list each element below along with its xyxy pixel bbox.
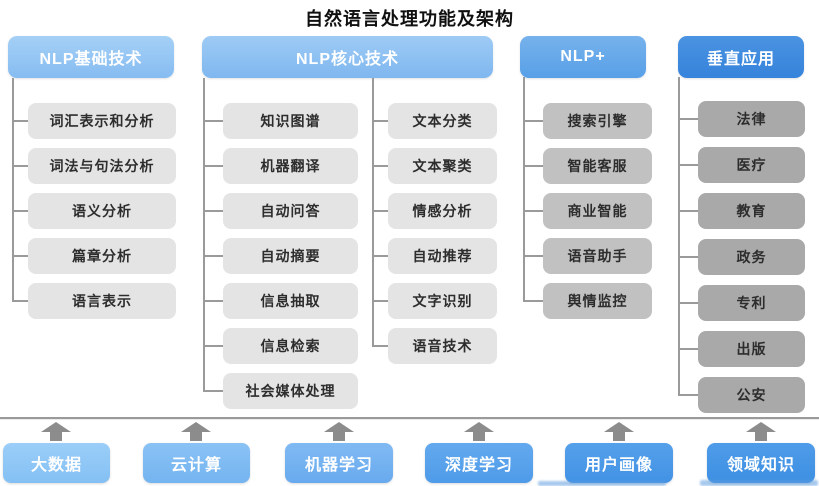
tree-node: 语义分析 [12, 193, 176, 229]
up-arrow-icon [181, 422, 211, 441]
tree-node: 专利 [678, 285, 805, 321]
column-vertical-app: 法律 医疗 教育 政务 专利 出版 公安 [678, 101, 805, 413]
tree-node: 法律 [678, 101, 805, 137]
tree-node: 语言表示 [12, 283, 176, 319]
tree-node: 语音助手 [523, 238, 652, 274]
column-header-nlp-basic: NLP基础技术 [8, 36, 174, 78]
up-arrow-icon [41, 422, 71, 441]
tree-node: 情感分析 [372, 193, 497, 229]
tree-node: 机器翻译 [203, 148, 358, 184]
up-arrow-icon [324, 422, 354, 441]
tree-node: 词法与句法分析 [12, 148, 176, 184]
foundation-box: 用户画像 [565, 443, 673, 483]
tree-node: 商业智能 [523, 193, 652, 229]
tree-node: 词汇表示和分析 [12, 103, 176, 139]
tree-node: 智能客服 [523, 148, 652, 184]
tree-node: 公安 [678, 377, 805, 413]
separator-line [0, 417, 819, 419]
foundation-box: 大数据 [3, 443, 110, 483]
connector-trunk-vertical [678, 77, 680, 396]
tree-node: 文本分类 [372, 103, 497, 139]
foundation-box: 领域知识 [707, 443, 815, 483]
tree-node: 社会媒体处理 [203, 373, 358, 409]
column-nlp-basic: 词汇表示和分析 词法与句法分析 语义分析 篇章分析 语言表示 [12, 103, 176, 319]
foundation-box: 机器学习 [285, 443, 393, 483]
column-header-vertical-app: 垂直应用 [678, 36, 804, 78]
connector-trunk-core-left [203, 78, 205, 392]
foundation-box: 深度学习 [425, 443, 533, 483]
tree-node: 信息检索 [203, 328, 358, 364]
tree-node: 知识图谱 [203, 103, 358, 139]
up-arrow-icon [464, 422, 494, 441]
tree-node: 舆情监控 [523, 283, 652, 319]
connector-trunk-nlp-plus [523, 77, 525, 302]
tree-node: 自动推荐 [372, 238, 497, 274]
tree-node: 搜索引擎 [523, 103, 652, 139]
tree-node: 信息抽取 [203, 283, 358, 319]
watermark-fragment [700, 480, 818, 486]
tree-node: 教育 [678, 193, 805, 229]
column-nlp-plus: 搜索引擎 智能客服 商业智能 语音助手 舆情监控 [523, 103, 652, 319]
column-nlp-core-left: 知识图谱 机器翻译 自动问答 自动摘要 信息抽取 信息检索 社会媒体处理 [203, 103, 358, 409]
tree-node: 医疗 [678, 147, 805, 183]
column-nlp-core-right: 文本分类 文本聚类 情感分析 自动推荐 文字识别 语音技术 [372, 103, 497, 364]
tree-node: 政务 [678, 239, 805, 275]
column-header-nlp-plus: NLP+ [520, 36, 646, 78]
tree-node: 篇章分析 [12, 238, 176, 274]
connector-trunk-basic [12, 78, 14, 302]
up-arrow-icon [746, 422, 776, 441]
tree-node: 语音技术 [372, 328, 497, 364]
column-header-nlp-core: NLP核心技术 [202, 36, 493, 78]
tree-node: 自动摘要 [203, 238, 358, 274]
watermark-fragment [538, 481, 666, 486]
tree-node: 自动问答 [203, 193, 358, 229]
tree-node: 文本聚类 [372, 148, 497, 184]
tree-node: 出版 [678, 331, 805, 367]
tree-node: 文字识别 [372, 283, 497, 319]
diagram-title: 自然语言处理功能及架构 [305, 9, 514, 29]
connector-trunk-core-right [372, 78, 374, 347]
foundation-box: 云计算 [143, 443, 250, 483]
up-arrow-icon [604, 422, 634, 441]
